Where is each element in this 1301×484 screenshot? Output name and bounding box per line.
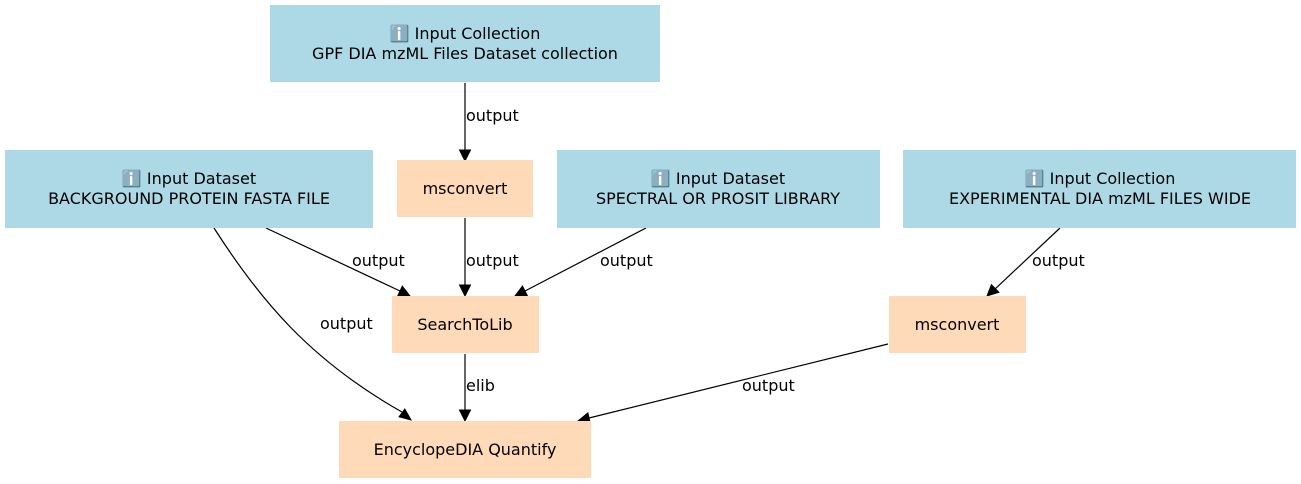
edge-label: output bbox=[1032, 251, 1085, 270]
node-tool-encyclopedia-quantify[interactable]: EncyclopeDIA Quantify bbox=[339, 421, 591, 478]
node-subtitle: EXPERIMENTAL DIA mzML FILES WIDE bbox=[949, 189, 1251, 208]
edge-label: output bbox=[466, 251, 519, 270]
node-input-collection-gpf[interactable]: ℹ️ Input Collection GPF DIA mzML Files D… bbox=[270, 5, 660, 82]
node-title: ℹ️ Input Collection bbox=[390, 24, 541, 43]
node-subtitle: BACKGROUND PROTEIN FASTA FILE bbox=[48, 189, 330, 208]
node-tool-searchtolib[interactable]: SearchToLib bbox=[392, 296, 539, 353]
node-title: SearchToLib bbox=[417, 315, 512, 334]
node-title: msconvert bbox=[423, 179, 508, 198]
node-tool-msconvert-1[interactable]: msconvert bbox=[397, 160, 533, 217]
node-subtitle: SPECTRAL OR PROSIT LIBRARY bbox=[596, 189, 840, 208]
edge-gpf-collection-to-msconvert-1: output bbox=[458, 83, 519, 163]
edge-label: output bbox=[466, 106, 519, 125]
info-icon: ℹ️ bbox=[651, 169, 671, 188]
edge-label: output bbox=[352, 251, 405, 270]
info-icon: ℹ️ bbox=[1025, 169, 1045, 188]
info-icon: ℹ️ bbox=[122, 169, 142, 188]
edge-label: output bbox=[742, 376, 795, 395]
node-title: ℹ️ Input Collection bbox=[1025, 169, 1176, 188]
edges: output output output output output bbox=[213, 83, 1085, 425]
node-title: EncyclopeDIA Quantify bbox=[374, 440, 557, 459]
node-input-dataset-spectral-library[interactable]: ℹ️ Input Dataset SPECTRAL OR PROSIT LIBR… bbox=[557, 150, 880, 228]
info-icon: ℹ️ bbox=[390, 24, 410, 43]
nodes: ℹ️ Input Collection GPF DIA mzML Files D… bbox=[5, 5, 1296, 478]
node-input-dataset-background-fasta[interactable]: ℹ️ Input Dataset BACKGROUND PROTEIN FAST… bbox=[5, 150, 373, 228]
node-title: ℹ️ Input Dataset bbox=[651, 169, 785, 188]
edge-msconvert-1-to-searchtolib: output bbox=[458, 218, 519, 298]
edge-label: output bbox=[600, 251, 653, 270]
edge-label: elib bbox=[466, 376, 495, 395]
edge-label: output bbox=[320, 314, 373, 333]
edge-background-fasta-to-encyclopedia-quantify: output bbox=[213, 227, 413, 421]
node-title: msconvert bbox=[915, 315, 1000, 334]
edge-searchtolib-to-encyclopedia-quantify: elib bbox=[458, 354, 495, 423]
node-tool-msconvert-2[interactable]: msconvert bbox=[889, 296, 1026, 353]
edge-spectral-library-to-searchtolib: output bbox=[513, 227, 653, 297]
edge-experimental-collection-to-msconvert-2: output bbox=[986, 227, 1085, 297]
node-subtitle: GPF DIA mzML Files Dataset collection bbox=[312, 44, 618, 63]
edge-msconvert-2-to-encyclopedia-quantify: output bbox=[576, 343, 889, 425]
node-title: ℹ️ Input Dataset bbox=[122, 169, 256, 188]
node-input-collection-experimental[interactable]: ℹ️ Input Collection EXPERIMENTAL DIA mzM… bbox=[903, 150, 1296, 228]
edge-background-fasta-to-searchtolib: output bbox=[265, 227, 412, 297]
